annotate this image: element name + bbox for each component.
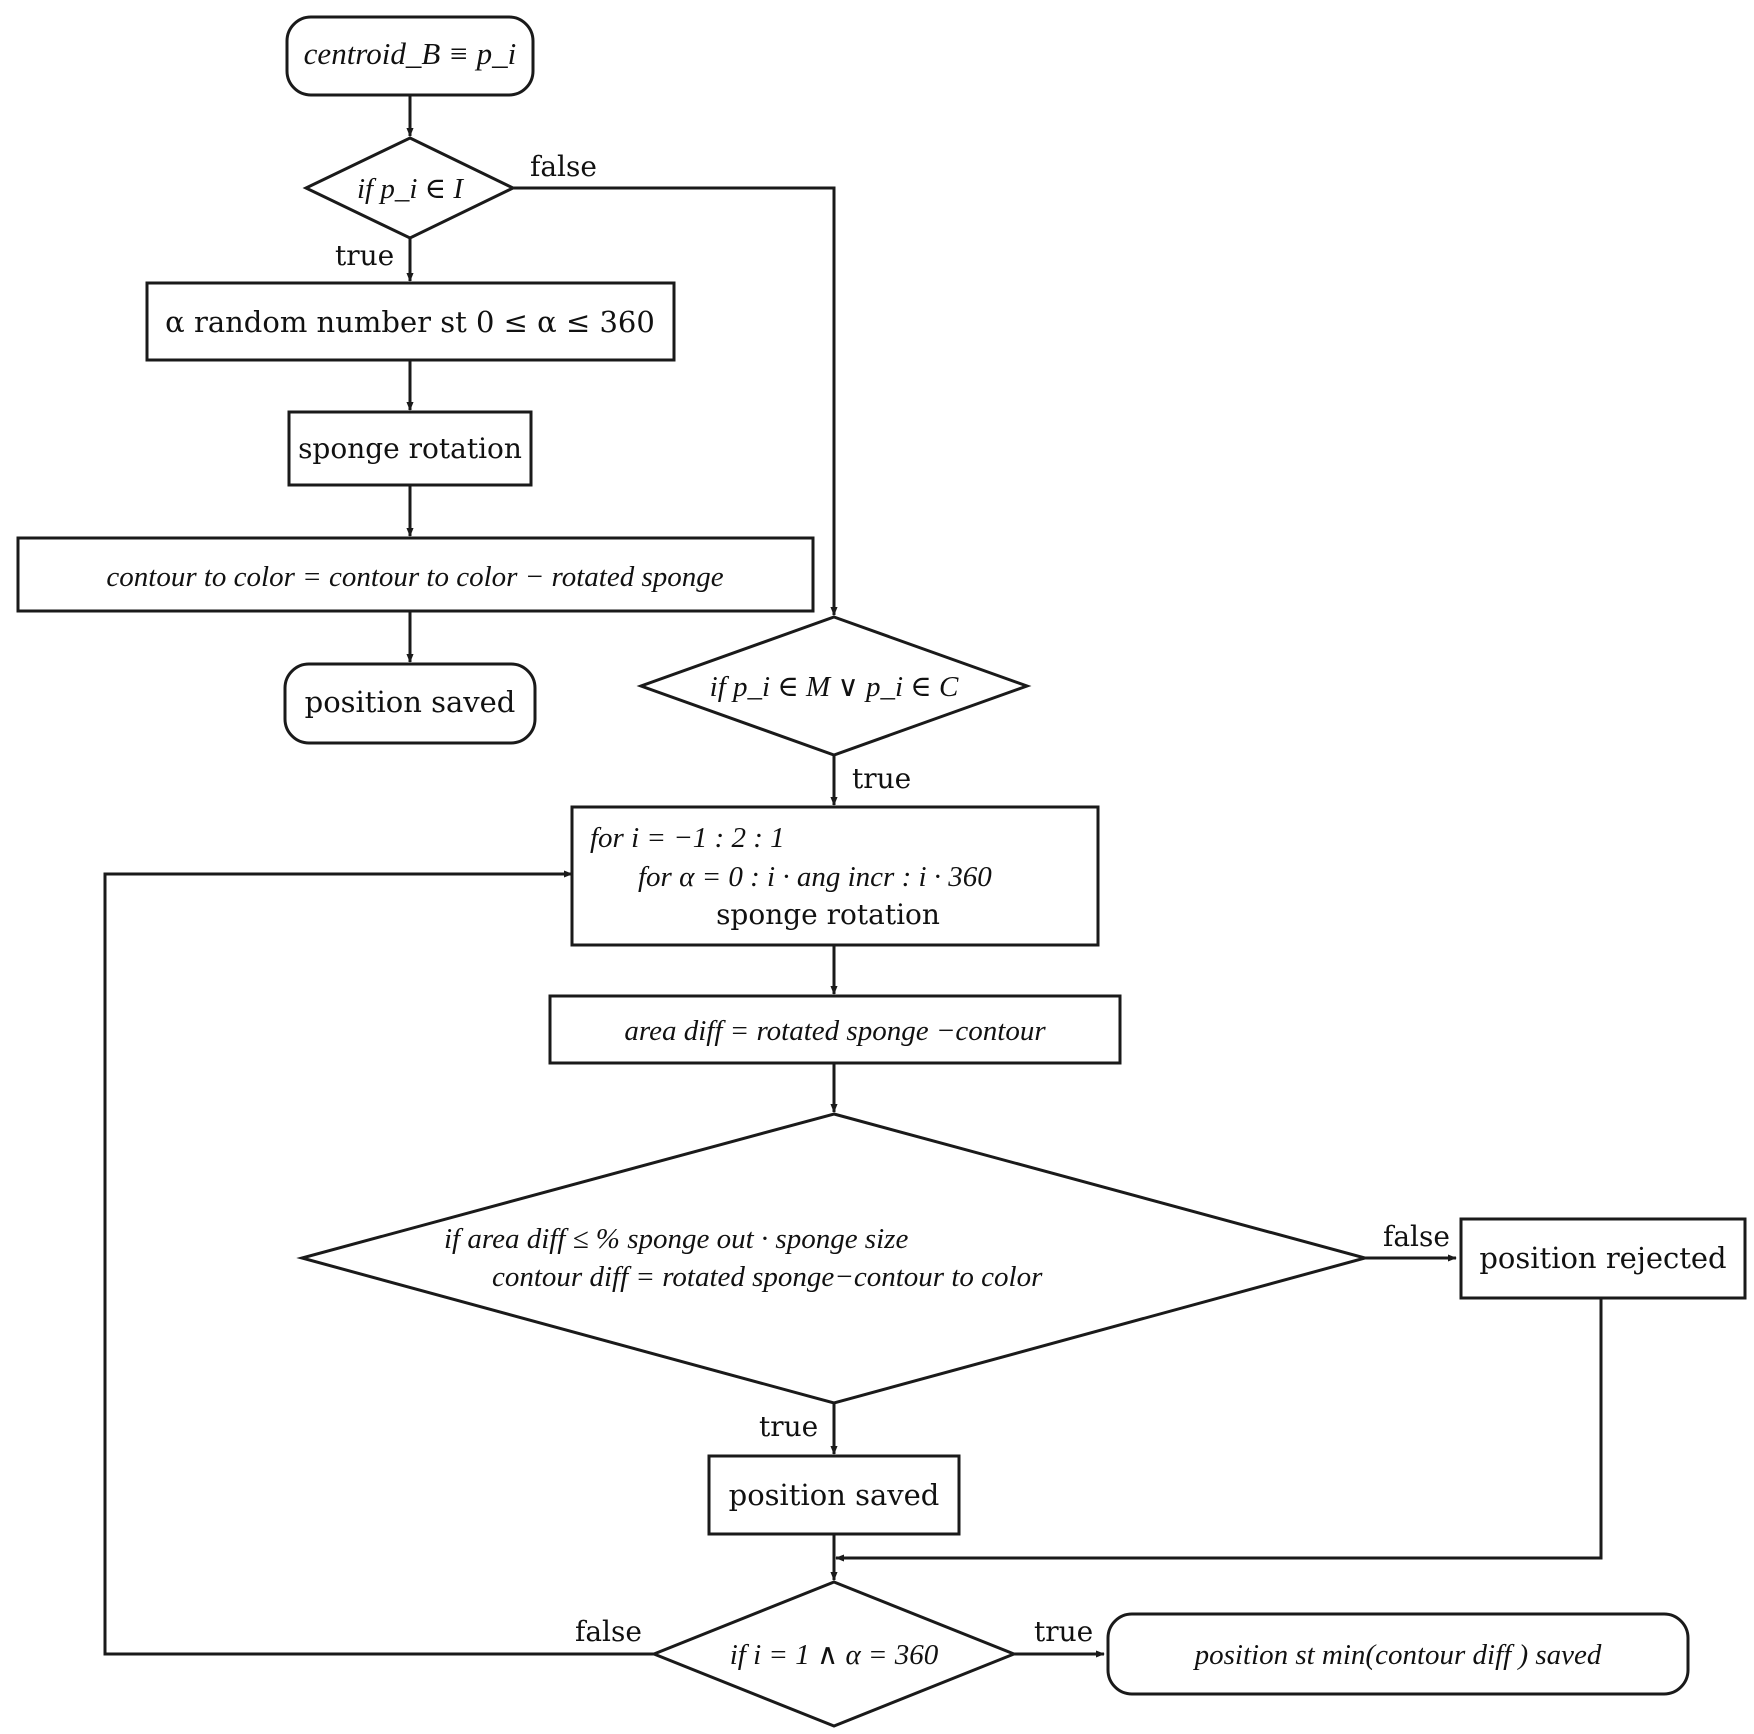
final-node: position st min(contour diff ) saved	[1106, 1612, 1690, 1696]
edges	[103, 95, 1603, 1658]
label-true-in-mc: true	[852, 762, 911, 795]
sponge-rotation-box-1: sponge rotation	[287, 410, 533, 487]
start-label: centroid_B ≡ p_i	[304, 36, 517, 71]
decision-in-mc-label: if p_i ∈ M ∨ p_i ∈ C	[710, 671, 959, 703]
position-rejected-box: position rejected	[1459, 1217, 1747, 1300]
edge-decision-in-image-false	[513, 186, 838, 616]
for-loop-line-3: sponge rotation	[716, 898, 940, 931]
label-false-end: false	[575, 1615, 642, 1648]
update-contour-label: contour to color = contour to color − ro…	[106, 561, 723, 593]
random-alpha-box: α random number st 0 ≤ α ≤ 360	[145, 281, 676, 362]
area-diff-box: area diff = rotated sponge −contour	[548, 994, 1122, 1065]
label-true-area: true	[759, 1410, 818, 1443]
for-loop-line-2: for α = 0 : i · ang incr : i · 360	[638, 861, 992, 893]
position-saved-2-label: position saved	[729, 1478, 940, 1512]
edge-decision-end-false-loop	[103, 870, 654, 1656]
decision-area-line-2: contour diff = rotated sponge−contour to…	[492, 1261, 1043, 1293]
for-loop-line-1: for i = −1 : 2 : 1	[590, 822, 785, 854]
decision-area: if area diff ≤ % sponge out · sponge siz…	[296, 1112, 1371, 1405]
edge-labels: false true true false true false true	[335, 150, 1450, 1648]
label-true-in-image: true	[335, 239, 394, 272]
decision-end-label: if i = 1 ∧ α = 360	[730, 1639, 939, 1671]
label-true-end: true	[1034, 1615, 1093, 1648]
label-false-area: false	[1383, 1220, 1450, 1253]
decision-in-image-label: if p_i ∈ I	[357, 173, 464, 205]
decision-in-image: if p_i ∈ I	[302, 136, 517, 240]
position-saved-box-2: position saved	[707, 1454, 961, 1536]
start-node: centroid_B ≡ p_i	[285, 15, 535, 97]
update-contour-box: contour to color = contour to color − ro…	[16, 536, 815, 613]
random-alpha-label: α random number st 0 ≤ α ≤ 360	[165, 305, 655, 339]
edge-rejected-to-merge	[835, 1298, 1603, 1562]
area-diff-label: area diff = rotated sponge −contour	[624, 1015, 1046, 1047]
decision-end: if i = 1 ∧ α = 360	[649, 1580, 1019, 1728]
final-label: position st min(contour diff ) saved	[1193, 1639, 1602, 1671]
decision-in-mc: if p_i ∈ M ∨ p_i ∈ C	[636, 615, 1032, 757]
label-false-in-image: false	[530, 150, 597, 183]
position-rejected-label: position rejected	[1479, 1241, 1726, 1275]
decision-area-line-1: if area diff ≤ % sponge out · sponge siz…	[444, 1223, 908, 1255]
for-loop-box: for i = −1 : 2 : 1 for α = 0 : i · ang i…	[570, 805, 1100, 947]
sponge-rotation-1-label: sponge rotation	[298, 432, 522, 465]
position-saved-node-1: position saved	[283, 662, 537, 745]
position-saved-1-label: position saved	[305, 685, 516, 719]
